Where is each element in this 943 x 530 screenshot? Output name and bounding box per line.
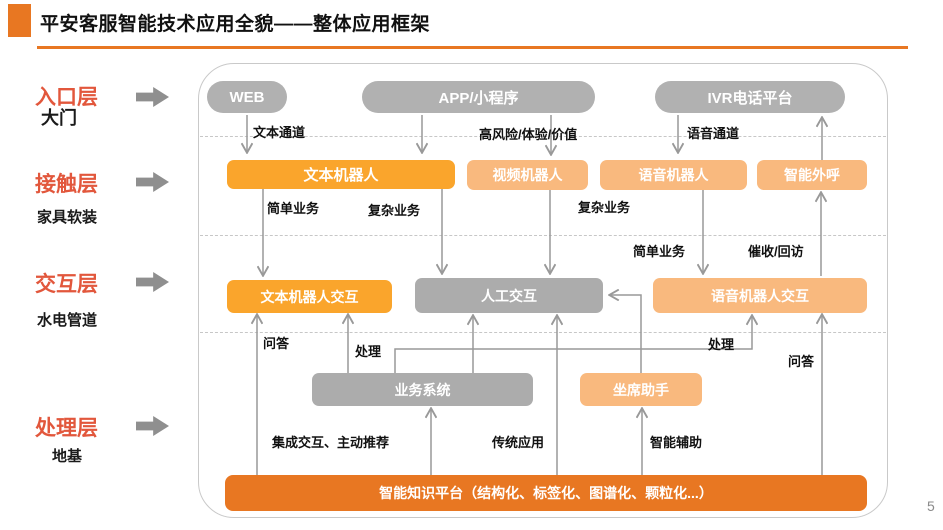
title-accent-bar (8, 4, 31, 37)
layer-contact-label: 接触层 (35, 173, 98, 196)
edge-label-handle-1: 处理 (355, 344, 382, 359)
edge-label-simple-biz-2: 简单业务 (633, 244, 686, 259)
edge-label-complex-biz-2: 复杂业务 (578, 200, 631, 215)
right-block-arrow-icon (136, 416, 169, 436)
layer-interaction-label: 交互层 (35, 273, 98, 296)
edge-label-text-channel: 文本通道 (253, 125, 306, 140)
node-business-system: 业务系统 (312, 373, 533, 406)
edge-label-assist: 智能辅助 (650, 435, 703, 450)
edge-label-high-risk: 高风险/体验/价值 (479, 127, 578, 142)
layer-divider (200, 136, 886, 137)
edge-label-voice-channel: 语音通道 (687, 126, 740, 141)
node-text-robot-interaction: 文本机器人交互 (227, 280, 392, 313)
node-video-robot: 视频机器人 (467, 160, 588, 190)
edge-label-traditional: 传统应用 (492, 435, 545, 450)
layer-contact-subtitle: 家具软装 (37, 209, 98, 226)
edge-label-qa-2: 问答 (788, 354, 815, 369)
edge-label-complex-biz-1: 复杂业务 (368, 203, 421, 218)
node-knowledge-platform: 智能知识平台（结构化、标签化、图谱化、颗粒化...） (225, 475, 867, 511)
right-block-arrow-icon (136, 172, 169, 192)
page-number: 5 (927, 498, 935, 514)
node-voice-robot-interaction: 语音机器人交互 (653, 278, 867, 313)
layer-process-subtitle: 地基 (52, 448, 83, 465)
edge-label-qa-1: 问答 (263, 336, 290, 351)
node-manual-interaction: 人工交互 (415, 278, 603, 313)
node-outbound-call: 智能外呼 (757, 160, 867, 190)
page-title: 平安客服智能技术应用全貌——整体应用框架 (40, 14, 431, 35)
node-web: WEB (207, 81, 287, 113)
layer-interaction-subtitle: 水电管道 (37, 312, 98, 329)
edge-label-handle-2: 处理 (708, 337, 735, 352)
layer-entry-label: 入口层 (35, 86, 98, 109)
right-block-arrow-icon (136, 87, 169, 107)
edge-label-collection-callback: 催收/回访 (748, 244, 804, 259)
right-block-arrow-icon (136, 272, 169, 292)
layer-process-label: 处理层 (35, 417, 98, 440)
layer-divider (200, 332, 886, 333)
node-voice-robot: 语音机器人 (600, 160, 747, 190)
node-text-robot: 文本机器人 (227, 160, 455, 189)
layer-divider (200, 235, 886, 236)
edge-label-integrated: 集成交互、主动推荐 (272, 435, 390, 450)
node-ivr: IVR电话平台 (655, 81, 845, 113)
node-agent-assistant: 坐席助手 (580, 373, 702, 406)
title-underline (37, 46, 908, 49)
edge-label-simple-biz-1: 简单业务 (267, 201, 320, 216)
node-app: APP/小程序 (362, 81, 595, 113)
layer-entry-subtitle: 大门 (41, 108, 77, 128)
